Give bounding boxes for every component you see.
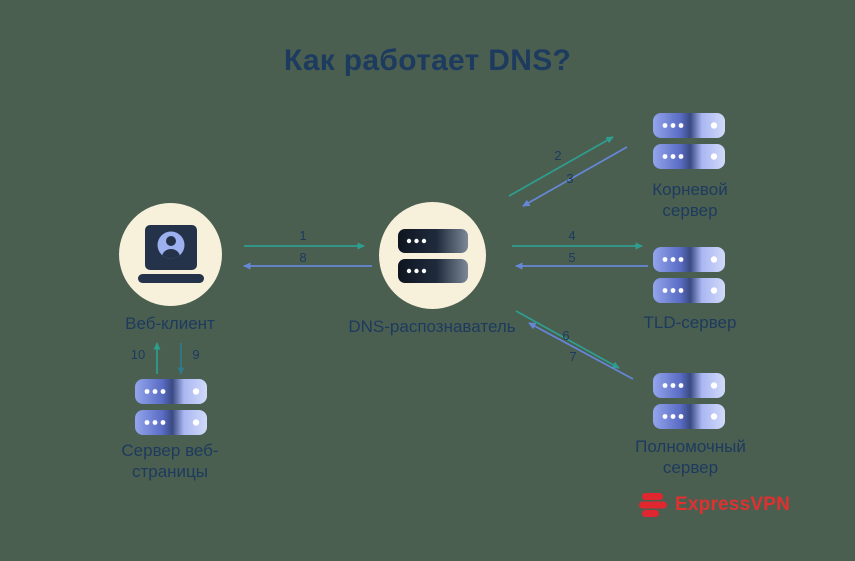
- step-label-7: 7: [569, 349, 577, 364]
- authoritative-server-label: Полномочный сервер: [635, 437, 746, 477]
- tld-server-label: TLD-сервер: [643, 313, 737, 332]
- step-label-3: 3: [566, 171, 574, 186]
- step-label-8: 8: [299, 250, 307, 265]
- root-server-label: Корневой сервер: [652, 180, 728, 220]
- expressvpn-logo: ExpressVPN: [638, 492, 790, 518]
- step-label-4: 4: [568, 228, 576, 243]
- laptop-user-icon: [137, 224, 204, 283]
- authoritative-server-icon: [653, 373, 725, 429]
- page-title: Как работает DNS?: [283, 44, 572, 77]
- dns-resolver-label: DNS-распознаватель: [348, 317, 516, 336]
- step-label-2: 2: [554, 148, 562, 163]
- step-label-5: 5: [568, 250, 576, 265]
- web-page-server-label: Сервер веб-страницы: [121, 441, 219, 481]
- expressvpn-logo-icon: [639, 493, 667, 517]
- step-label-10: 10: [130, 347, 146, 362]
- step-label-6: 6: [562, 328, 570, 343]
- dns-resolver-node: [379, 202, 486, 309]
- expressvpn-logo-text: ExpressVPN: [675, 494, 791, 515]
- web-client-node: [119, 203, 222, 306]
- step-label-1: 1: [299, 228, 307, 243]
- root-server-icon: [653, 113, 725, 169]
- arrow-step-6: [515, 310, 620, 369]
- arrow-step-3: [522, 146, 628, 207]
- tld-server-icon: [653, 247, 725, 303]
- arrow-step-7: [528, 322, 634, 380]
- resolver-server-icon: [397, 228, 468, 283]
- arrow-step-2: [508, 136, 614, 197]
- step-label-9: 9: [192, 347, 200, 362]
- web-page-server-icon: [135, 379, 207, 435]
- web-client-label: Веб-клиент: [125, 314, 215, 333]
